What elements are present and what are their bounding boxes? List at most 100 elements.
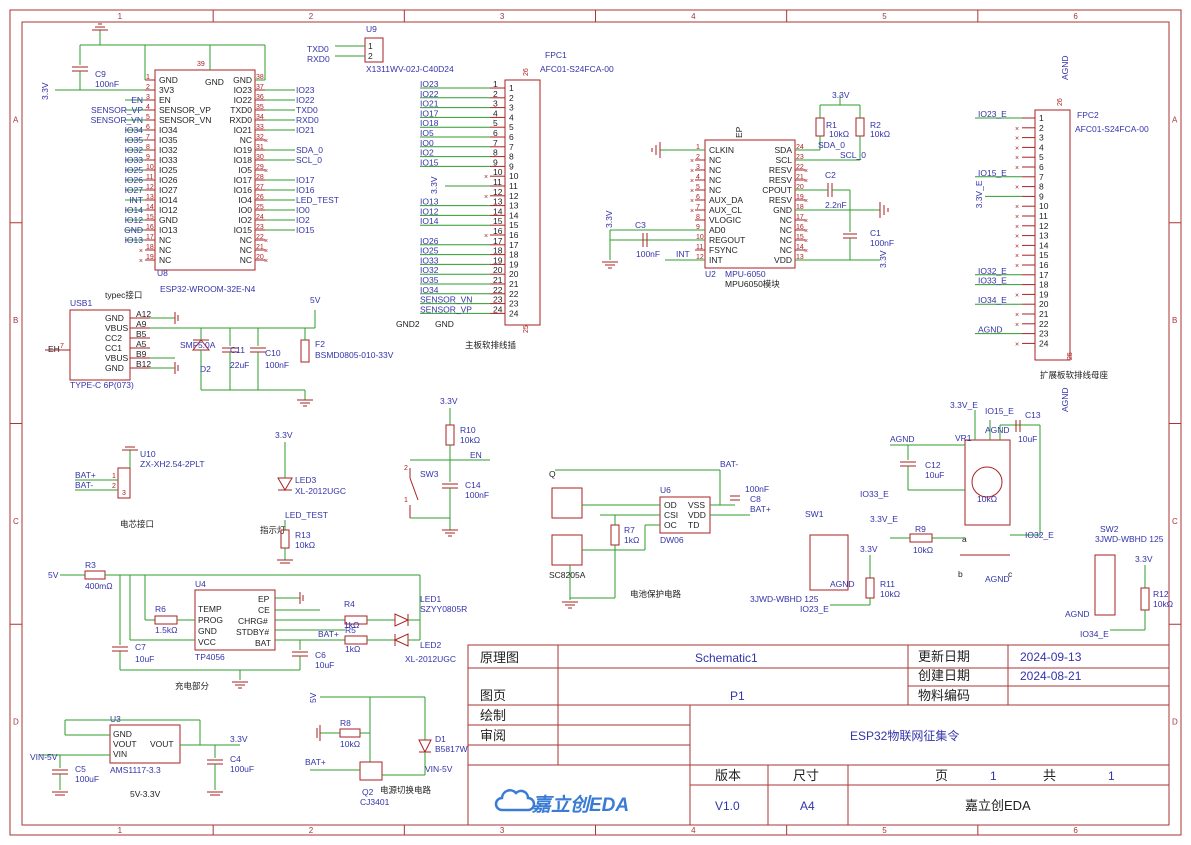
svg-text:BAT+: BAT+ xyxy=(305,757,326,767)
fpc1-pin-num: 21 xyxy=(509,279,519,289)
fpc1-pin-num: 6 xyxy=(493,128,498,138)
svg-text:10kΩ: 10kΩ xyxy=(295,540,315,550)
usb-pin-name: VBUS xyxy=(105,323,128,333)
svg-text:C14: C14 xyxy=(465,480,481,490)
svg-text:嘉立创EDA: 嘉立创EDA xyxy=(965,798,1031,813)
u8-pin-name: TXD0 xyxy=(230,105,252,115)
fpc1-net-label: IO18 xyxy=(420,118,439,128)
svg-text:VCC: VCC xyxy=(198,637,216,647)
svg-text:R5: R5 xyxy=(345,625,356,635)
frame-row-label: D xyxy=(13,718,19,727)
u8-pin-num: 38 xyxy=(256,74,264,81)
u8-pin-num: 22 xyxy=(256,234,264,241)
nc-mark: × xyxy=(690,168,694,175)
svg-text:10kΩ: 10kΩ xyxy=(460,435,480,445)
svg-text:INT: INT xyxy=(676,249,690,259)
u8-net-label: RXD0 xyxy=(296,115,319,125)
fpc1-pin-num: 1 xyxy=(493,79,498,89)
fpc1-pin-num: 14 xyxy=(493,206,503,216)
u2-pin-num: 15 xyxy=(796,234,804,241)
svg-text:CE: CE xyxy=(258,605,270,615)
fpc2-pin-num: 4 xyxy=(1039,142,1044,152)
fpc2-connector[interactable]: FPC2 AFC01-S24FCA-00 AGND AGND 26 25 扩展板… xyxy=(974,55,1149,412)
fpc2-net-label: IO33_E xyxy=(978,276,1007,286)
u2-pin-num: 5 xyxy=(696,184,700,191)
u8-pin-num: 33 xyxy=(256,124,264,131)
sw2-switch: SW2 3JWD-WBHD 125 AGND IO34_E 3.3V R1210… xyxy=(1065,524,1173,639)
svg-text:SZYY0805R: SZYY0805R xyxy=(420,604,467,614)
u8-top-pin: 39 xyxy=(197,61,205,68)
frame-col-label: 3 xyxy=(500,826,505,835)
svg-text:R3: R3 xyxy=(85,560,96,570)
frame-col-label: 2 xyxy=(309,12,314,21)
svg-text:5V: 5V xyxy=(310,295,321,305)
u2-pin-num: 4 xyxy=(696,174,700,181)
svg-text:A4: A4 xyxy=(800,799,815,813)
svg-text:1: 1 xyxy=(990,769,997,783)
u10-battery-connector[interactable]: U10 ZX-XH2.54-2PLT 电芯接口 BAT+ BAT- 12 3 xyxy=(75,446,205,529)
svg-text:3.3V: 3.3V xyxy=(832,90,850,100)
svg-text:USB1: USB1 xyxy=(70,298,92,308)
u8-pin-name: IO18 xyxy=(234,155,253,165)
usb-pin-name: GND xyxy=(105,313,124,323)
fpc2-net-label: IO23_E xyxy=(978,109,1007,119)
nc-mark: × xyxy=(484,174,488,181)
fpc2-pin-num: 12 xyxy=(1039,221,1049,231)
fpc2-pin-num: 11 xyxy=(1039,211,1048,221)
fpc1-net-label: IO25 xyxy=(420,246,439,256)
fpc1-pin-num: 19 xyxy=(493,255,503,265)
fpc1-pin-num: 2 xyxy=(493,89,498,99)
u8-pin-name: IO2 xyxy=(238,215,252,225)
svg-text:ZX-XH2.54-2PLT: ZX-XH2.54-2PLT xyxy=(140,459,205,469)
svg-text:BAT-: BAT- xyxy=(75,480,93,490)
nc-mark: × xyxy=(1015,224,1019,231)
svg-text:U9: U9 xyxy=(366,24,377,34)
u8-pin-name: IO33 xyxy=(159,155,178,165)
u2-pin-name: VLOGIC xyxy=(709,215,741,225)
fpc1-net-label: IO35 xyxy=(420,275,439,285)
fpc1-net-label: IO14 xyxy=(420,216,439,226)
fpc1-pin-num: 23 xyxy=(509,299,519,309)
svg-text:VR1: VR1 xyxy=(955,433,972,443)
u8-pin-num: 36 xyxy=(256,94,264,101)
svg-text:审阅: 审阅 xyxy=(480,728,506,743)
u8-net-label: TXD0 xyxy=(296,105,318,115)
svg-text:100nF: 100nF xyxy=(265,360,289,370)
u9-connector[interactable]: U9 X1311WV-02J-C40D24 1 2 TXD0 RXD0 xyxy=(307,24,454,74)
fpc2-pin-num: 17 xyxy=(1039,270,1049,280)
fpc1-pin-num: 12 xyxy=(509,191,519,201)
u8-net-label: IO13 xyxy=(125,235,144,245)
svg-text:1: 1 xyxy=(404,497,408,504)
fpc2-pin-num: 14 xyxy=(1039,240,1049,250)
svg-text:c: c xyxy=(1008,569,1013,579)
u8-pin-name: IO22 xyxy=(234,95,253,105)
nc-mark: × xyxy=(484,194,488,201)
fpc1-net-label: IO22 xyxy=(420,89,439,99)
fpc2-pin-num: 13 xyxy=(1039,231,1049,241)
usb-pin-num: B9 xyxy=(136,349,147,359)
u2-pin-name: NC xyxy=(780,235,792,245)
u8-net-label: IO26 xyxy=(125,175,144,185)
u8-pin-name: IO35 xyxy=(159,135,178,145)
svg-text:TEMP: TEMP xyxy=(198,604,222,614)
svg-text:扩展板软排线母座: 扩展板软排线母座 xyxy=(1040,370,1109,380)
svg-text:IO34_E: IO34_E xyxy=(1080,629,1109,639)
svg-text:C9: C9 xyxy=(95,69,106,79)
svg-text:U10: U10 xyxy=(140,449,156,459)
frame-col-label: 6 xyxy=(1073,826,1078,835)
fpc1-net-label: IO15 xyxy=(420,157,439,167)
frame-row-label: C xyxy=(1172,517,1178,526)
fpc2-pin-num: 22 xyxy=(1039,319,1049,329)
fpc1-connector[interactable]: FPC1 AFC01-S24FCA-00 26 25 主板软排线插 GND2 G… xyxy=(396,50,614,350)
svg-text:V1.0: V1.0 xyxy=(715,799,740,813)
u8-pin-num: 31 xyxy=(256,144,264,151)
fpc1-net-label: IO23 xyxy=(420,79,439,89)
nc-mark: × xyxy=(690,188,694,195)
svg-text:Q: Q xyxy=(549,469,556,479)
u8-net-label: IO23 xyxy=(296,85,315,95)
